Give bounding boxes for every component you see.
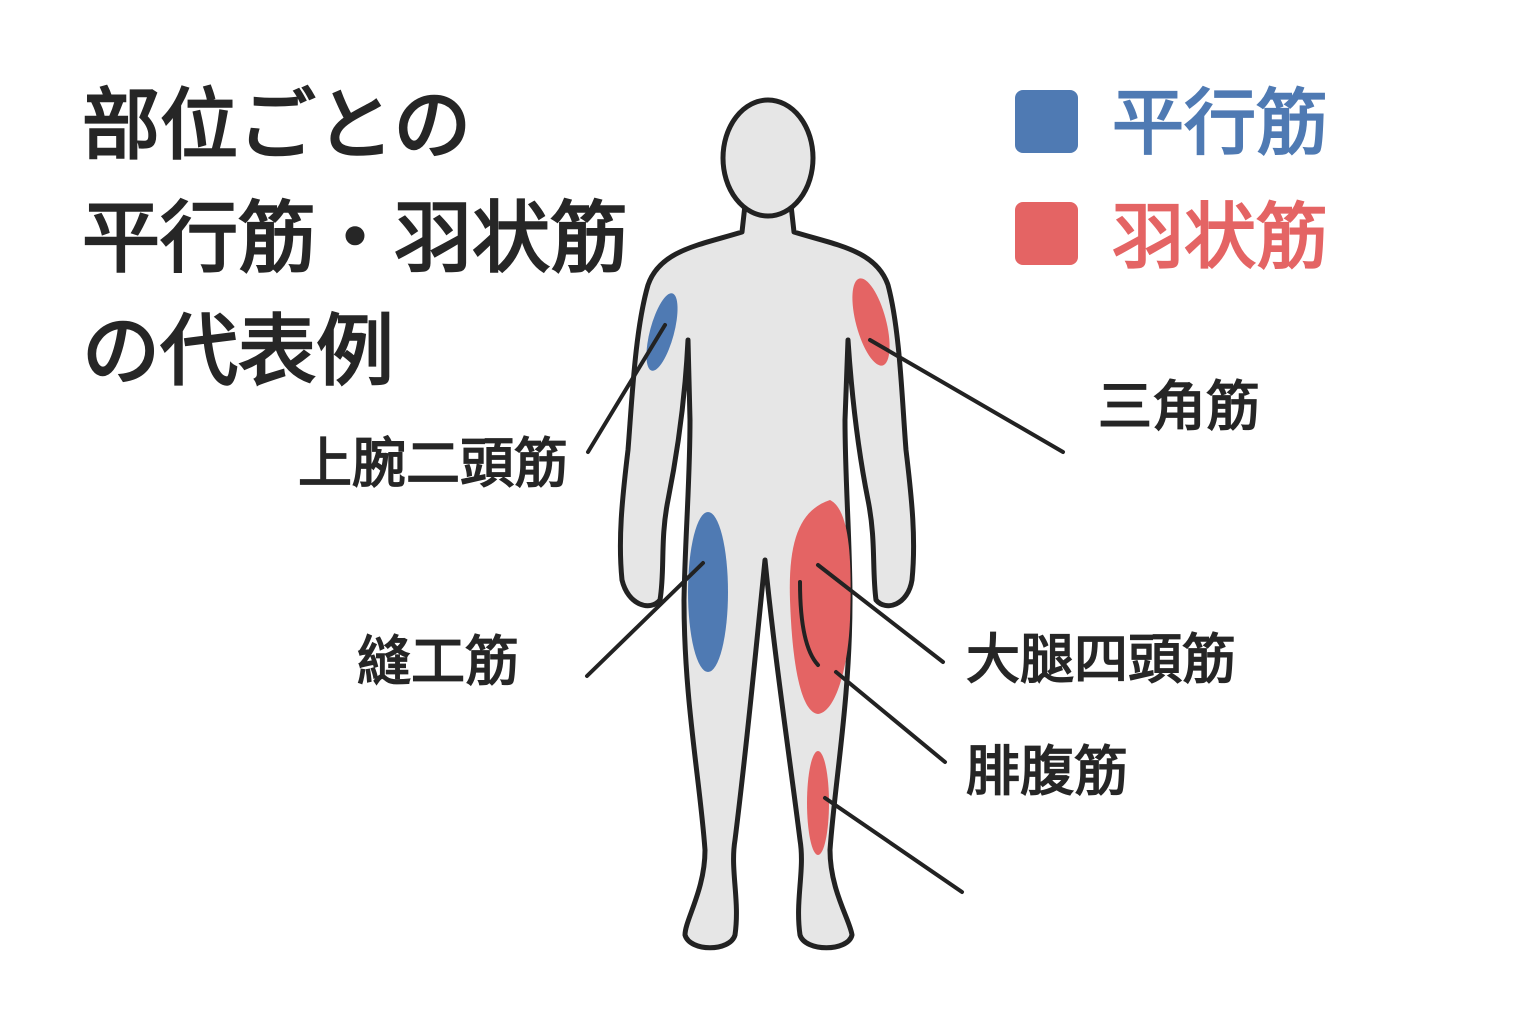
biceps-leader <box>586 323 667 454</box>
label-quadriceps: 大腿四頭筋 <box>966 628 1236 691</box>
gastrocnemius-leader <box>834 670 947 764</box>
label-deltoid: 三角筋 <box>1098 375 1260 438</box>
calf-leader <box>823 796 964 894</box>
title-line-1: 部位ごとの <box>82 81 471 171</box>
title-line-3: の代表例 <box>82 307 394 397</box>
legend-label-pennate: 羽状筋 <box>1112 195 1328 279</box>
legend-swatch-pennate <box>1015 202 1078 265</box>
body-silhouette <box>617 97 917 951</box>
gastrocnemius-muscle <box>807 751 829 855</box>
sartorius-leader <box>585 561 705 678</box>
title-line-2: 平行筋・羽状筋 <box>82 194 628 284</box>
label-gastrocnemius: 腓腹筋 <box>966 740 1128 803</box>
deltoid-leader <box>868 338 1065 454</box>
sartorius-muscle <box>688 512 728 672</box>
quadriceps-muscle <box>789 500 851 714</box>
head <box>720 97 816 219</box>
legend-label-parallel: 平行筋 <box>1112 81 1328 165</box>
legend-swatch-parallel <box>1015 90 1078 153</box>
quadriceps-line <box>798 580 820 667</box>
label-sartorius: 縫工筋 <box>357 630 519 693</box>
label-biceps: 上腕二頭筋 <box>298 432 568 495</box>
quadriceps-leader <box>816 563 945 664</box>
